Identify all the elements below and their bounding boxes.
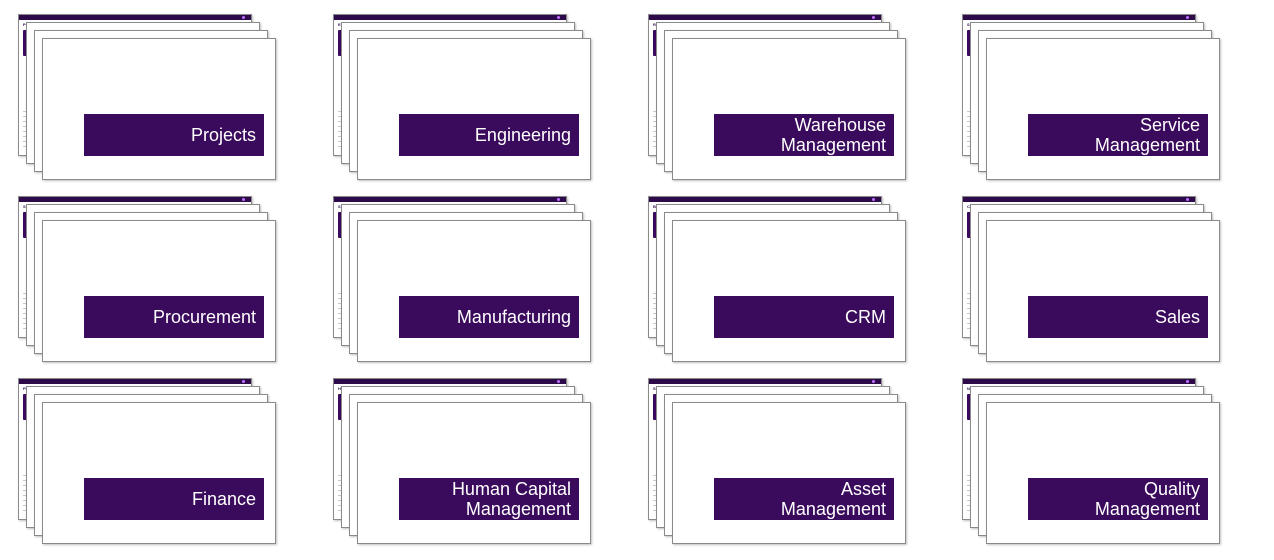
module-tile-warehouse-management[interactable]: RECEIPT MANAGEMENTWarehouse Management	[648, 14, 906, 184]
dashboard-screenshot-layer	[42, 220, 276, 362]
module-tile-sales[interactable]: CUSTOMER ORDER PROCESSINGSales	[962, 196, 1220, 366]
dashboard-screenshot-layer	[357, 38, 591, 180]
module-label: Projects	[190, 125, 256, 145]
module-tile-procurement[interactable]: SUPPLIER PERFORMANCE MANAGEMENTProcureme…	[18, 196, 276, 366]
user-avatar-icon	[872, 198, 875, 201]
app-title-bar	[334, 379, 566, 384]
user-avatar-icon	[872, 16, 875, 19]
module-tile-asset-management[interactable]: STRUCTURED FAILURE MANAGEMENTAsset Manag…	[648, 378, 906, 548]
module-label: Service Management	[1094, 115, 1200, 155]
module-tile-manufacturing[interactable]: SHOP FLOORManufacturing	[333, 196, 591, 366]
dashboard-screenshot-layer	[672, 402, 906, 544]
module-label-banner[interactable]: Service Management	[1028, 114, 1208, 156]
app-title-bar	[963, 197, 1195, 202]
module-label: Warehouse Management	[780, 115, 886, 155]
module-label-banner[interactable]: Sales	[1028, 296, 1208, 338]
module-tile-projects[interactable]: PROJECT PORTFOLIO MANAGEMENTProjects	[18, 14, 276, 184]
module-label: Sales	[1154, 307, 1200, 327]
module-tile-finance[interactable]: FIXED ASSETSFinance	[18, 378, 276, 548]
module-tile-quality-management[interactable]: NON CONFORMANCE REPORT MANAGEMENTQuality…	[962, 378, 1220, 548]
dashboard-screenshot-layer	[42, 402, 276, 544]
user-avatar-icon	[1186, 16, 1189, 19]
app-title-bar	[649, 379, 881, 384]
module-label-banner[interactable]: Asset Management	[714, 478, 894, 520]
app-title-bar	[19, 197, 251, 202]
app-title-bar	[19, 379, 251, 384]
user-avatar-icon	[242, 198, 245, 201]
app-title-bar	[963, 15, 1195, 20]
module-label: Manufacturing	[456, 307, 571, 327]
module-label: Engineering	[474, 125, 571, 145]
dashboard-screenshot-layer	[986, 38, 1220, 180]
module-label: CRM	[845, 307, 886, 327]
module-label: Asset Management	[780, 479, 886, 519]
user-avatar-icon	[557, 380, 560, 383]
user-avatar-icon	[872, 380, 875, 383]
dashboard-screenshot-layer	[672, 220, 906, 362]
app-title-bar	[334, 197, 566, 202]
dashboard-screenshot-layer	[986, 220, 1220, 362]
module-label-banner[interactable]: CRM	[714, 296, 894, 338]
module-label-banner[interactable]: Manufacturing	[399, 296, 579, 338]
dashboard-screenshot-layer	[42, 38, 276, 180]
dashboard-screenshot-layer	[672, 38, 906, 180]
user-avatar-icon	[1186, 380, 1189, 383]
module-label: Quality Management	[1094, 479, 1200, 519]
user-avatar-icon	[242, 16, 245, 19]
dashboard-screenshot-layer	[986, 402, 1220, 544]
module-label-banner[interactable]: Finance	[84, 478, 264, 520]
module-tile-human-capital-management[interactable]: HCM QUICK ANALYTICSHuman Capital Managem…	[333, 378, 591, 548]
app-title-bar	[334, 15, 566, 20]
user-avatar-icon	[1186, 198, 1189, 201]
module-label: Finance	[191, 489, 256, 509]
module-label: Human Capital Management	[451, 479, 571, 519]
user-avatar-icon	[557, 16, 560, 19]
module-tile-engineering[interactable]: ENGINEERING PART MANAGEMENTEngineering	[333, 14, 591, 184]
app-title-bar	[649, 15, 881, 20]
module-tile-service-management[interactable]: SERVICE CONTRACT MANAGEMENTService Manag…	[962, 14, 1220, 184]
app-title-bar	[963, 379, 1195, 384]
module-label-banner[interactable]: Quality Management	[1028, 478, 1208, 520]
dashboard-screenshot-layer	[357, 220, 591, 362]
module-label-banner[interactable]: Warehouse Management	[714, 114, 894, 156]
module-label-banner[interactable]: Engineering	[399, 114, 579, 156]
module-label: Procurement	[152, 307, 256, 327]
module-label-banner[interactable]: Projects	[84, 114, 264, 156]
user-avatar-icon	[242, 380, 245, 383]
module-tile-crm[interactable]: BUSINESS OPPORTUNITY MANAGEMENTCRM	[648, 196, 906, 366]
module-label-banner[interactable]: Procurement	[84, 296, 264, 338]
dashboard-screenshot-layer	[357, 402, 591, 544]
user-avatar-icon	[557, 198, 560, 201]
app-title-bar	[649, 197, 881, 202]
module-label-banner[interactable]: Human Capital Management	[399, 478, 579, 520]
app-title-bar	[19, 15, 251, 20]
